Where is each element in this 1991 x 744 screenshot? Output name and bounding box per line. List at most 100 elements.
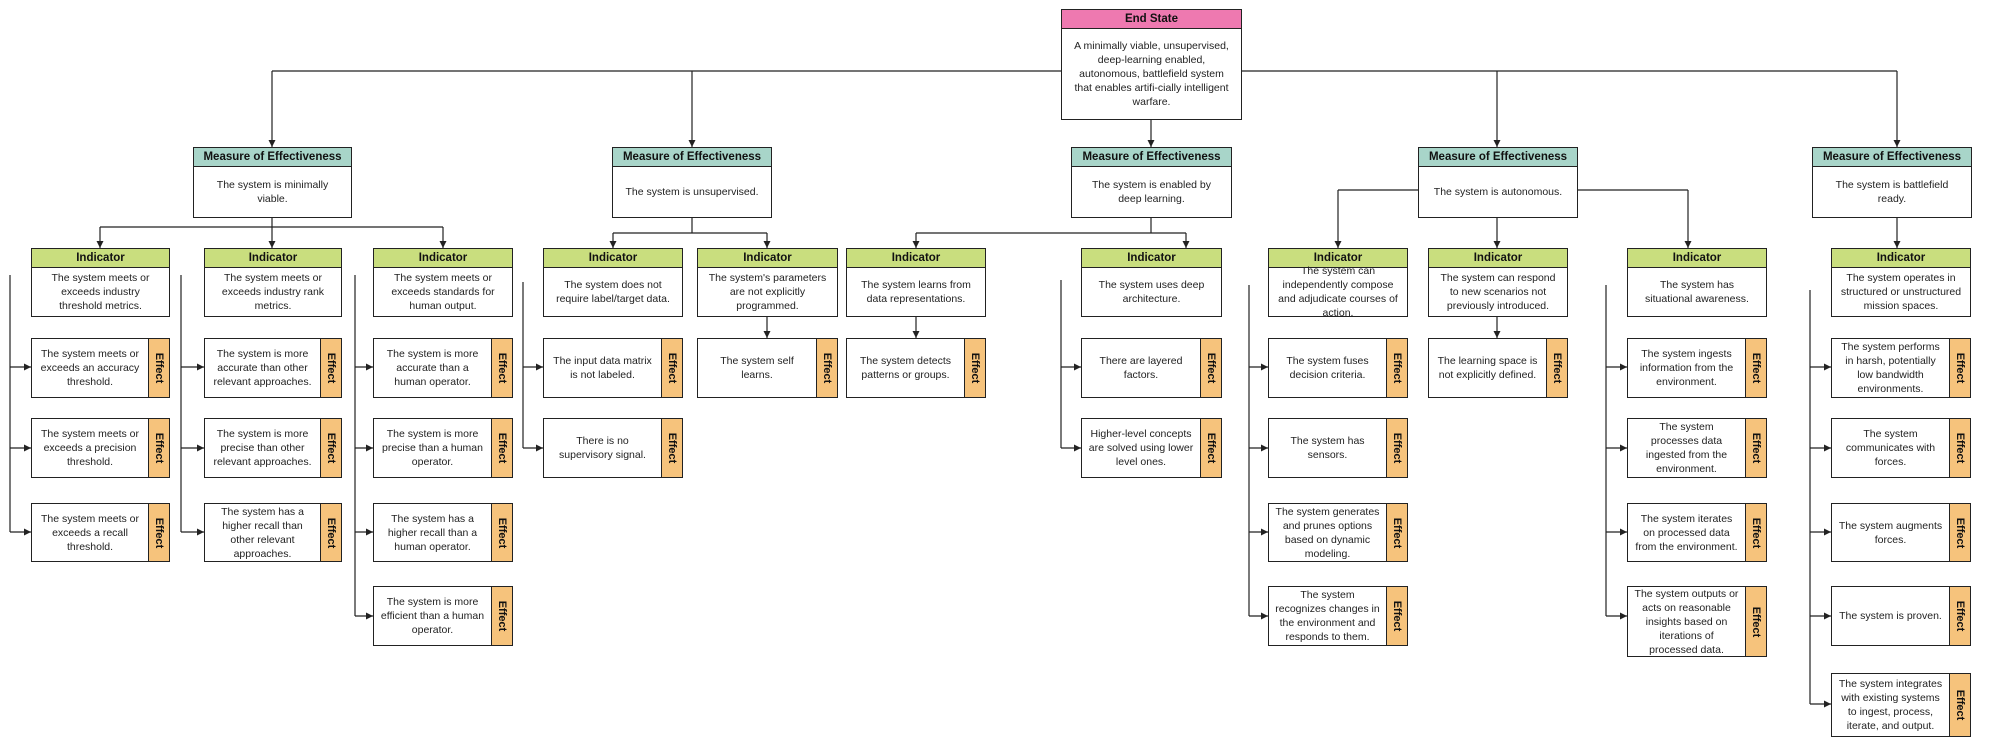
effect-text: There are layered factors. — [1099, 355, 1183, 381]
indicator-human-output: Indicator The system meets or exceeds st… — [373, 248, 513, 317]
measure-unsupervised: Measure of Effectiveness The system is u… — [612, 147, 772, 218]
effect-recall-threshold: The system meets or exceeds a recall thr… — [31, 503, 170, 562]
indicator-header: Indicator — [205, 249, 341, 268]
effect-tab: Effect — [1745, 339, 1766, 397]
end-state-text: A minimally viable, unsupervised, deep-l… — [1074, 40, 1229, 108]
effect-label: Effect — [1391, 352, 1403, 384]
effect-more-efficient-human: The system is more efficient than a huma… — [373, 586, 513, 646]
effect-text: The system recognizes changes in the env… — [1275, 589, 1380, 643]
effect-tab: Effect — [1200, 339, 1221, 397]
measure-text: The system is autonomous. — [1433, 186, 1563, 198]
effect-layered-factors: There are layered factors. Effect — [1081, 338, 1222, 398]
indicator-header: Indicator — [1832, 249, 1970, 268]
effect-text: The system meets or exceeds an accuracy … — [40, 348, 140, 388]
effect-tab: Effect — [1200, 419, 1221, 477]
measure-text: The system is unsupervised. — [625, 186, 759, 198]
effect-more-accurate-approaches: The system is more accurate than other r… — [204, 338, 342, 398]
effect-tab: Effect — [491, 339, 512, 397]
effect-text: The system self learns. — [720, 355, 794, 381]
effect-label: Effect — [496, 432, 508, 464]
indicator-text: The system meets or exceeds standards fo… — [391, 272, 495, 312]
measure-text: The system is battlefield ready. — [1835, 179, 1949, 205]
effect-tab: Effect — [148, 419, 169, 477]
effect-higher-recall-human: The system has a higher recall than a hu… — [373, 503, 513, 562]
effect-ingests-information: The system ingests information from the … — [1627, 338, 1767, 398]
indicator-text: The system has situational awareness. — [1645, 279, 1749, 305]
effect-text: The system has a higher recall than othe… — [221, 505, 304, 560]
indicator-data-representations: Indicator The system learns from data re… — [846, 248, 986, 317]
effect-detects-patterns: The system detects patterns or groups. E… — [846, 338, 986, 398]
effect-label: Effect — [821, 352, 833, 384]
indicator-text: The system can respond to new scenarios … — [1440, 272, 1556, 312]
indicator-header: Indicator — [544, 249, 682, 268]
effect-iterates-data: The system iterates on processed data fr… — [1627, 503, 1767, 562]
effect-higher-level-concepts: Higher-level concepts are solved using l… — [1081, 418, 1222, 478]
effect-label: Effect — [1391, 517, 1403, 548]
indicator-header: Indicator — [698, 249, 837, 268]
effect-harsh-environments: The system performs in harsh, potentiall… — [1831, 338, 1971, 398]
effect-more-accurate-human: The system is more accurate than a human… — [373, 338, 513, 398]
effect-tab: Effect — [1386, 587, 1407, 645]
effect-text: The system performs in harsh, potentiall… — [1841, 341, 1940, 395]
effect-tab: Effect — [1546, 339, 1567, 397]
effect-accuracy-threshold: The system meets or exceeds an accuracy … — [31, 338, 170, 398]
effect-text: The system fuses decision criteria. — [1286, 355, 1369, 381]
effect-label: Effect — [666, 352, 678, 384]
effect-input-not-labeled: The input data matrix is not labeled. Ef… — [543, 338, 683, 398]
effect-label: Effect — [496, 600, 508, 632]
effect-tab: Effect — [1949, 587, 1970, 645]
effect-augments-forces: The system augments forces. Effect — [1831, 503, 1971, 562]
effect-has-sensors: The system has sensors. Effect — [1268, 418, 1408, 478]
effect-label: Effect — [153, 517, 165, 548]
effect-text: The system iterates on processed data fr… — [1635, 512, 1738, 553]
effect-label: Effect — [325, 432, 337, 464]
effect-text: The input data matrix is not labeled. — [553, 355, 652, 381]
measure-minimally-viable: Measure of Effectiveness The system is m… — [193, 147, 352, 218]
effect-label: Effect — [1391, 432, 1403, 464]
effect-label: Effect — [496, 352, 508, 384]
effect-label: Effect — [1750, 606, 1762, 637]
effect-text: The system meets or exceeds a recall thr… — [40, 512, 140, 553]
effect-communicates-forces: The system communicates with forces. Eff… — [1831, 418, 1971, 478]
indicator-header: Indicator — [32, 249, 169, 268]
indicator-new-scenarios: Indicator The system can respond to new … — [1428, 248, 1568, 317]
effect-higher-recall-approaches: The system has a higher recall than othe… — [204, 503, 342, 562]
effect-label: Effect — [969, 352, 981, 384]
effect-text: There is no supervisory signal. — [559, 435, 646, 461]
effect-text: The system is proven. — [1839, 610, 1942, 622]
effect-label: Effect — [1954, 600, 1966, 632]
effect-learning-space: The learning space is not explicitly def… — [1428, 338, 1568, 398]
end-state-header: End State — [1062, 10, 1241, 29]
effect-tab: Effect — [148, 504, 169, 561]
effect-label: Effect — [1205, 432, 1217, 464]
indicator-header: Indicator — [847, 249, 985, 268]
effect-self-learns: The system self learns. Effect — [697, 338, 838, 398]
indicator-text: The system uses deep architecture. — [1098, 279, 1205, 305]
measure-header: Measure of Effectiveness — [1072, 148, 1231, 167]
indicator-text: The system can independently compose and… — [1278, 265, 1398, 319]
effect-label: Effect — [153, 432, 165, 464]
effect-label: Effect — [325, 517, 337, 548]
effect-text: Higher-level concepts are solved using l… — [1088, 428, 1194, 468]
effect-tab: Effect — [1745, 419, 1766, 477]
effect-text: The system meets or exceeds a precision … — [40, 428, 140, 468]
effect-recognizes-changes: The system recognizes changes in the env… — [1268, 586, 1408, 646]
effect-text: The system processes data ingested from … — [1645, 421, 1728, 475]
effect-label: Effect — [1954, 352, 1966, 384]
effect-tab: Effect — [1949, 339, 1970, 397]
effect-tab: Effect — [320, 339, 341, 397]
effect-tab: Effect — [148, 339, 169, 397]
indicator-threshold-metrics: Indicator The system meets or exceeds in… — [31, 248, 170, 317]
effect-tab: Effect — [1386, 339, 1407, 397]
effect-integrates-systems: The system integrates with existing syst… — [1831, 673, 1971, 737]
effect-text: The system is more accurate than other r… — [213, 348, 312, 388]
effect-text: The system augments forces. — [1838, 519, 1943, 546]
effect-label: Effect — [666, 432, 678, 464]
indicator-mission-spaces: Indicator The system operates in structu… — [1831, 248, 1971, 317]
indicator-text: The system does not require label/target… — [556, 279, 670, 305]
effect-text: The system is more accurate than a human… — [386, 348, 479, 388]
indicator-deep-architecture: Indicator The system uses deep architect… — [1081, 248, 1222, 317]
effect-label: Effect — [1750, 517, 1762, 548]
effect-text: The system has a higher recall than a hu… — [387, 512, 478, 553]
indicator-header: Indicator — [1082, 249, 1221, 268]
